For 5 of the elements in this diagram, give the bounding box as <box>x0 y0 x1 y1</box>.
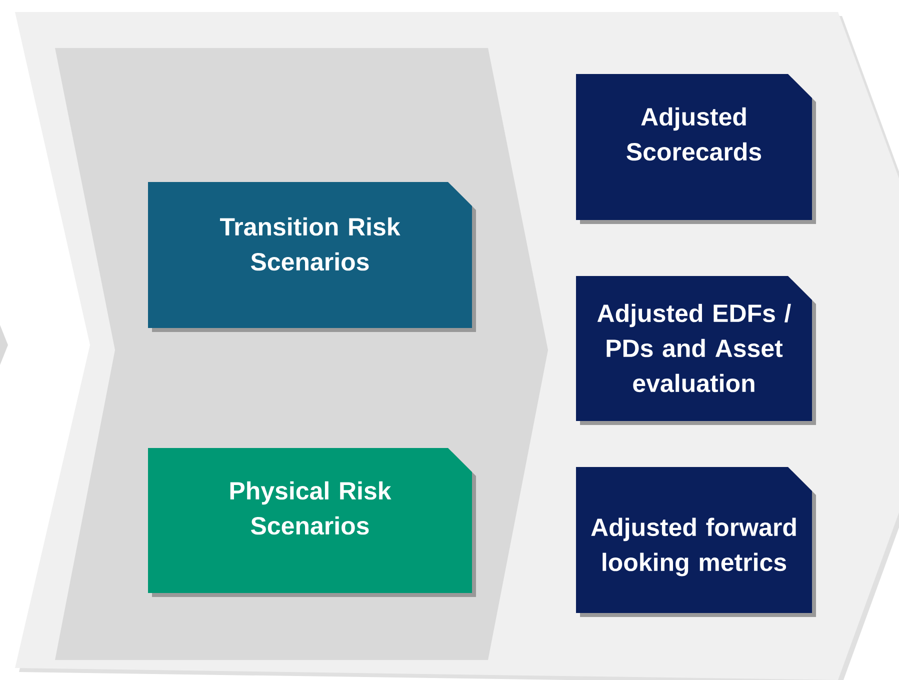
process-box: Transition Risk Scenarios <box>148 182 476 332</box>
process-box: Physical Risk Scenarios <box>148 448 476 597</box>
process-box: Adjusted forward looking metrics <box>576 467 816 617</box>
process-box: Adjusted Scorecards <box>576 74 816 224</box>
process-box: Adjusted EDFs / PDs and Asset evaluation <box>576 276 816 425</box>
